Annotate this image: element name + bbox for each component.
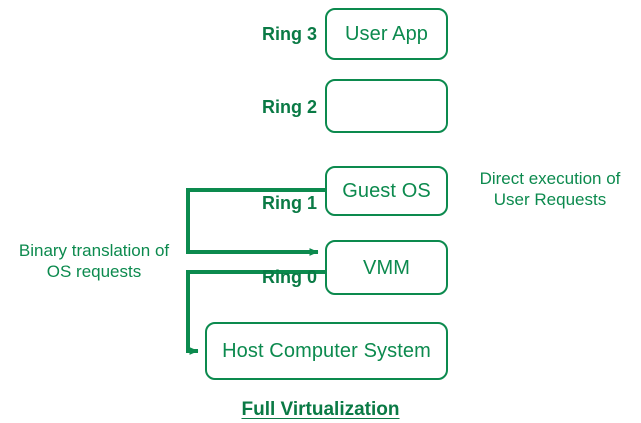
box-ring2-empty[interactable] xyxy=(325,79,448,133)
note-direct-execution-line1: Direct execution of xyxy=(479,169,621,188)
box-guest-os-label: Guest OS xyxy=(342,180,431,202)
note-binary-translation-line2: OS requests xyxy=(46,262,142,281)
box-vmm[interactable]: VMM xyxy=(325,240,448,295)
box-guest-os[interactable]: Guest OS xyxy=(325,166,448,216)
box-host-computer-system[interactable]: Host Computer System xyxy=(205,322,448,380)
label-ring-0: Ring 0 xyxy=(261,267,317,287)
box-user-app-label: User App xyxy=(344,23,429,45)
diagram-title: Full Virtualization xyxy=(241,399,400,420)
label-ring-2: Ring 2 xyxy=(261,97,317,117)
box-host-computer-system-label: Host Computer System xyxy=(222,340,431,362)
box-user-app[interactable]: User App xyxy=(325,8,448,60)
label-ring-1: Ring 1 xyxy=(261,193,317,213)
note-direct-execution: Direct execution of User Requests xyxy=(466,168,634,210)
label-ring-3: Ring 3 xyxy=(261,24,317,44)
note-binary-translation-line1: Binary translation of xyxy=(18,241,170,260)
box-vmm-label: VMM xyxy=(363,256,410,279)
note-direct-execution-line2: User Requests xyxy=(493,190,607,209)
note-binary-translation: Binary translation of OS requests xyxy=(4,240,184,282)
